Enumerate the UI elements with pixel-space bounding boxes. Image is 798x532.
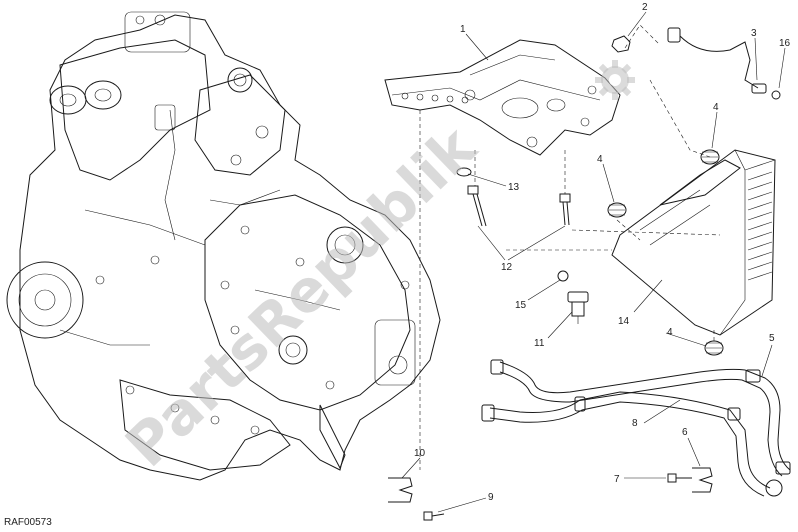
callout-6: 6 — [682, 427, 688, 438]
cap-nut — [611, 35, 631, 53]
partsrepublik-watermark: PartsRepublik — [112, 60, 635, 480]
callout-7: 7 — [614, 474, 620, 485]
callout-12: 12 — [501, 262, 513, 273]
callout-8: 8 — [632, 418, 638, 429]
grommet-lower — [704, 340, 724, 356]
grommet-middle — [607, 202, 627, 218]
callout-11: 11 — [534, 338, 545, 349]
hose-clamp-left — [388, 477, 413, 503]
oil-cooler — [611, 149, 776, 336]
temperature-sensor — [567, 291, 589, 324]
sealing-washer — [771, 90, 781, 100]
screw-7 — [667, 473, 692, 483]
engine-assembly — [6, 11, 441, 481]
callout-5: 5 — [769, 333, 775, 344]
oil-hose-upper — [490, 359, 791, 477]
watermark-text: PartsRepublik — [112, 112, 489, 480]
bolt-right — [559, 193, 571, 226]
gear-logo-icon — [595, 60, 635, 100]
callout-2: 2 — [642, 2, 648, 13]
callout-10: 10 — [414, 448, 426, 459]
sensor-cable — [667, 27, 767, 94]
callout-13: 13 — [508, 182, 520, 193]
hose-clamp-right — [692, 467, 713, 493]
screw-9 — [423, 511, 445, 521]
callout-4-middle: 4 — [597, 154, 603, 165]
diagram-reference-code: RAF00573 — [4, 517, 52, 528]
callout-14: 14 — [618, 316, 630, 327]
washer-13 — [456, 167, 472, 177]
callout-labels: 1 2 3 16 4 4 4 13 12 15 14 11 5 8 6 7 10… — [414, 2, 791, 503]
callout-1: 1 — [460, 24, 466, 35]
callout-16: 16 — [779, 38, 791, 49]
callout-15: 15 — [515, 300, 527, 311]
callout-9: 9 — [488, 492, 494, 503]
callout-leaders — [401, 11, 786, 513]
oil-hose-lower — [481, 391, 783, 497]
radiator-mounting-bracket — [384, 39, 621, 156]
callout-3: 3 — [751, 28, 757, 39]
callout-4-upper: 4 — [713, 102, 719, 113]
callout-4-lower: 4 — [667, 327, 673, 338]
washer-15 — [557, 270, 569, 282]
bolt-left — [467, 185, 487, 227]
